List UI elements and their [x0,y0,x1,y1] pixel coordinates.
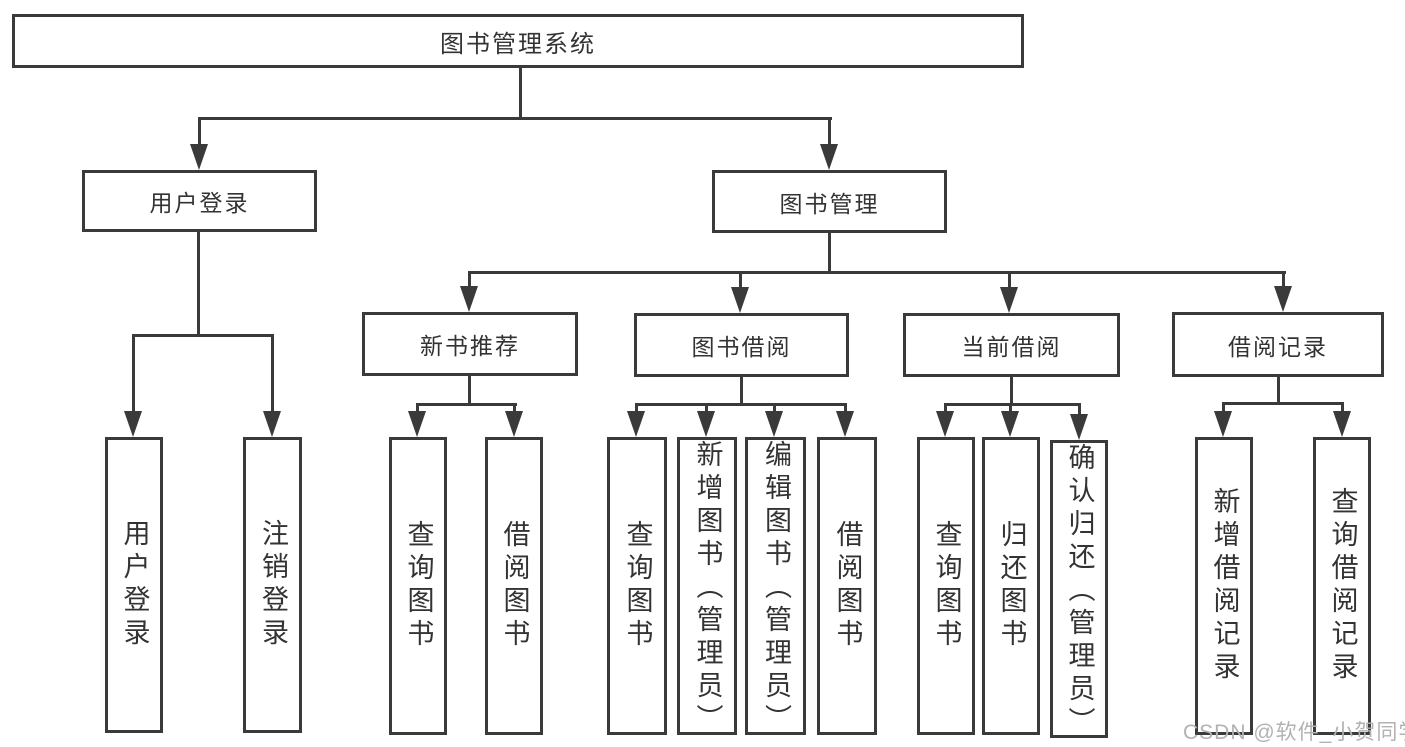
connector-line [1008,271,1011,288]
node-library-system: 图书管理系统 [12,14,1024,68]
leaf-confirm-return-admin: 确认归还（管理员） [1050,440,1108,740]
connector-line [740,377,743,406]
arrowhead-down-icon [124,411,142,437]
arrowhead-down-icon [1000,287,1018,313]
node-user-login-label: 用户登录 [149,190,250,216]
arrowhead-down-icon [765,411,783,437]
connector-line [133,334,274,337]
arrowhead-down-icon [936,411,954,437]
arrowhead-down-icon [1274,286,1292,312]
arrowhead-down-icon [460,286,478,312]
leaf-edit-books-admin-label: 编辑图书（管理员） [761,440,791,737]
connector-line [1009,403,1012,413]
leaf-borrow-books-label: 借阅图书 [499,520,530,652]
connector-line [1277,377,1280,405]
leaf-confirm-return-admin-label: 确认归还（管理员） [1064,443,1095,740]
connector-line [1341,402,1344,413]
connector-line [1282,271,1285,287]
connector-line [944,403,1081,406]
node-book-borrowing: 图书借阅 [634,313,849,377]
leaf-query-books: 查询图书 [917,437,975,735]
leaf-add-books-admin: 新增图书（管理员） [677,437,737,737]
leaf-user-login-label: 用户登录 [119,519,150,651]
arrowhead-down-icon [190,144,208,170]
connector-line [1222,402,1225,413]
leaf-borrow-books-label: 借阅图书 [832,520,863,652]
csdn-watermark: CSDN @软件_小贺同学 [1183,721,1405,744]
connector-line [844,403,847,413]
node-library-system-label: 图书管理系统 [440,30,596,58]
arrowhead-down-icon [408,411,426,437]
connector-line [635,403,847,406]
connector-line [417,403,517,406]
arrowhead-down-icon [1214,411,1232,437]
leaf-return-books: 归还图书 [982,437,1040,735]
arrowhead-down-icon [627,411,645,437]
connector-line [828,117,831,145]
leaf-return-books-label: 归还图书 [996,520,1027,652]
leaf-add-borrow-record: 新增借阅记录 [1195,437,1253,735]
connector-line [468,376,471,406]
arrowhead-down-icon [697,411,715,437]
arrowhead-down-icon [820,144,838,170]
leaf-query-books: 查询图书 [389,437,447,735]
connector-line [416,403,419,413]
connector-line [519,68,522,119]
node-current-borrowing: 当前借阅 [903,313,1120,377]
connector-line [197,232,200,337]
arrowhead-down-icon [1333,411,1351,437]
connector-line [944,403,947,413]
connector-line [198,117,201,145]
arrowhead-down-icon [731,287,749,313]
connector-line [513,403,516,413]
leaf-query-books: 查询图书 [607,437,667,735]
connector-line [705,403,708,413]
node-borrowing-records-label: 借阅记录 [1228,333,1328,360]
connector-line [198,117,832,120]
connector-line [1222,402,1344,405]
leaf-add-books-admin-label: 新增图书（管理员） [692,440,723,737]
arrowhead-down-icon [505,411,523,437]
leaf-logout-label: 注销登录 [258,519,288,651]
node-book-management-label: 图书管理 [779,190,880,217]
node-new-book-recommendation-label: 新书推荐 [420,333,520,359]
arrowhead-down-icon [263,411,281,437]
leaf-query-borrow-record: 查询借阅记录 [1313,437,1371,735]
leaf-edit-books-admin: 编辑图书（管理员） [745,437,806,737]
node-borrowing-records: 借阅记录 [1172,312,1384,377]
connector-line [739,271,742,288]
leaf-query-books-label: 查询图书 [403,520,434,652]
connector-line [773,403,776,413]
leaf-logout: 注销登录 [243,437,302,733]
leaf-borrow-books: 借阅图书 [485,437,543,735]
node-book-management: 图书管理 [712,170,947,233]
connector-line [271,334,274,412]
arrowhead-down-icon [1001,411,1019,437]
leaf-query-borrow-record-label: 查询借阅记录 [1327,487,1358,685]
leaf-query-books-label: 查询图书 [622,520,653,652]
node-new-book-recommendation: 新书推荐 [362,312,578,376]
node-book-borrowing-label: 图书借阅 [691,334,792,360]
connector-line [828,233,831,273]
leaf-borrow-books: 借阅图书 [817,437,877,735]
connector-line [1078,403,1081,415]
connector-line [635,403,638,413]
connector-line [468,271,471,287]
node-user-login: 用户登录 [82,170,317,232]
node-current-borrowing-label: 当前借阅 [961,334,1062,360]
arrowhead-down-icon [1070,414,1088,440]
connector-line [1010,377,1013,406]
arrowhead-down-icon [836,411,854,437]
connector-line [469,271,1286,274]
connector-line [132,334,135,412]
leaf-add-borrow-record-label: 新增借阅记录 [1209,487,1240,685]
leaf-user-login: 用户登录 [105,437,163,733]
leaf-query-books-label: 查询图书 [931,520,962,652]
